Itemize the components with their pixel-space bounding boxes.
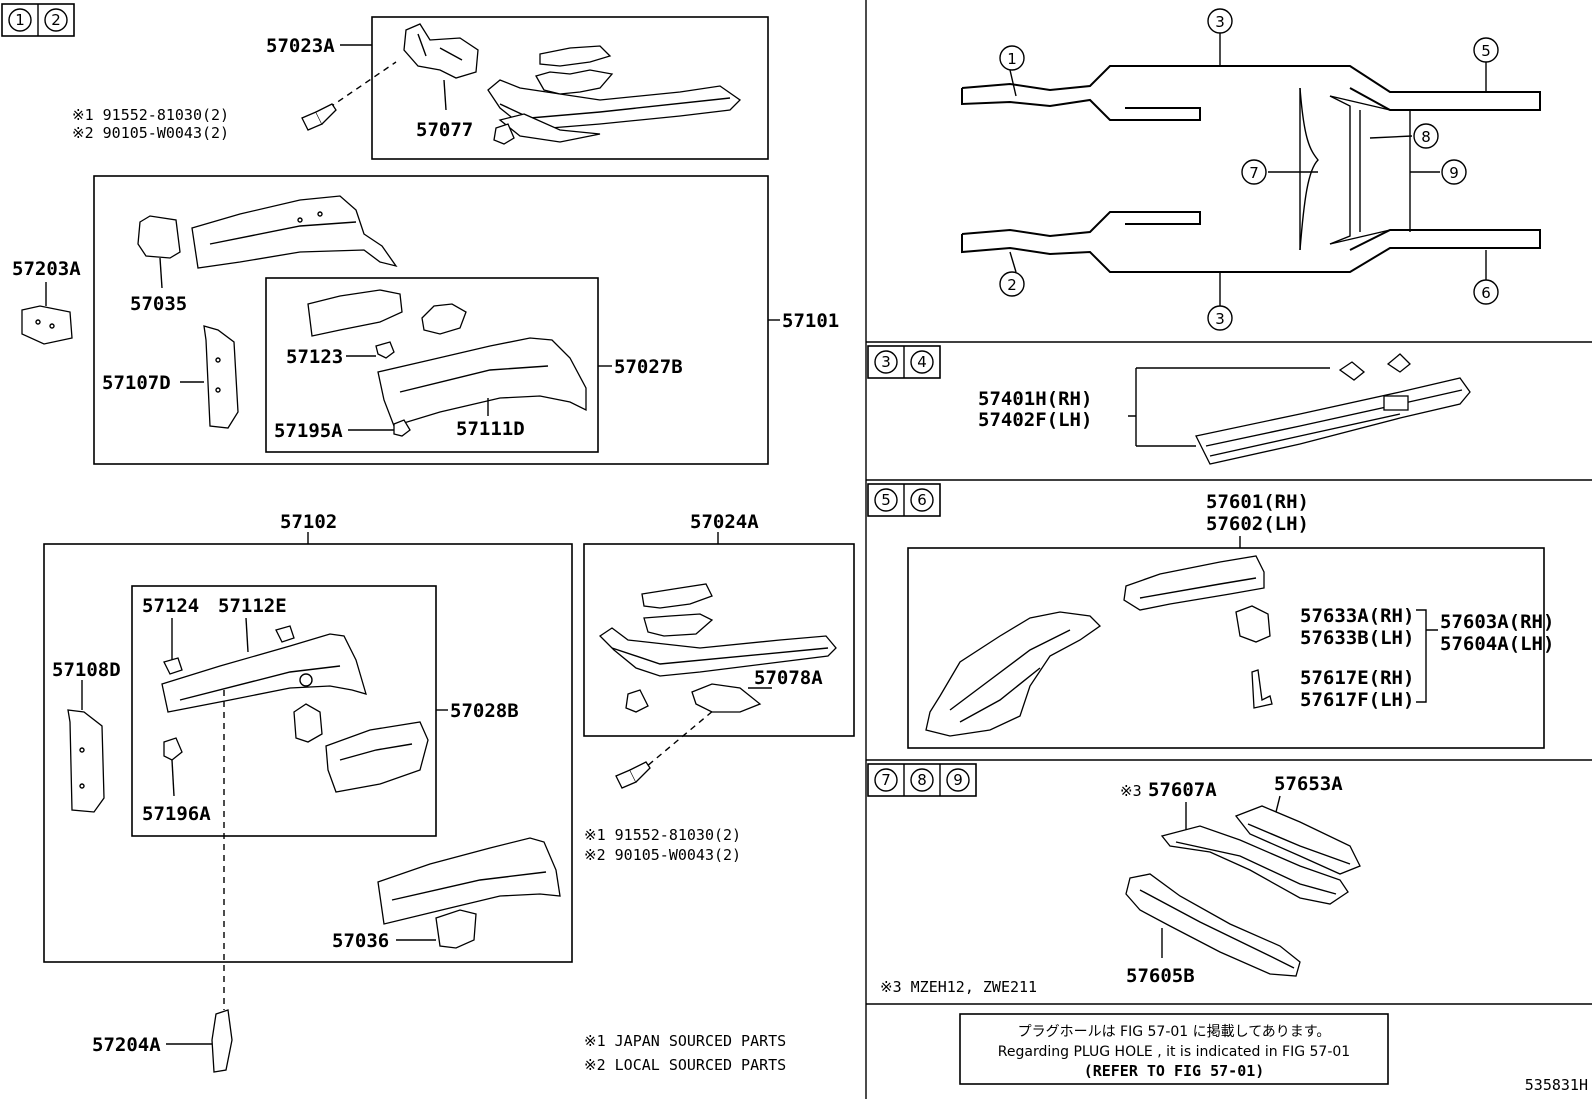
section-circle-4: 4: [917, 353, 927, 371]
note-mzeh12: ※3 MZEH12, ZWE211: [880, 978, 1037, 996]
bolt-icon: [301, 103, 337, 131]
section-circle-8: 8: [917, 771, 927, 789]
label-57036: 57036: [332, 930, 389, 952]
section-header-5-6: 5 6: [867, 483, 941, 517]
label-57601: 57601(RH): [1206, 491, 1309, 513]
group-57101: 57101 57203A 57035 57107D 57027B 57123 5…: [12, 175, 839, 465]
group-57607A: ※3 57607A 57653A 57605B ※3 MZEH12, ZWE21…: [880, 773, 1361, 996]
section-header-3-4: 3 4: [867, 345, 941, 379]
group-57601: 57601(RH) 57602(LH) 57633A(RH) 57633B(LH…: [907, 491, 1554, 749]
label-57078A: 57078A: [754, 667, 823, 689]
section-circle-7: 7: [881, 771, 891, 789]
label-57101: 57101: [782, 310, 839, 332]
frame-overview: 1 2 3 3 5 6 7 8 9: [961, 8, 1541, 331]
label-57107D: 57107D: [102, 372, 171, 394]
frame-marker-1: 1: [1007, 50, 1017, 68]
label-57401H: 57401H(RH): [978, 388, 1092, 410]
group-57204A: 57204A: [92, 1009, 233, 1073]
label-57112E: 57112E: [218, 595, 287, 617]
label-57604A: 57604A(LH): [1440, 633, 1554, 655]
label-57028B: 57028B: [450, 700, 519, 722]
label-57196A: 57196A: [142, 803, 211, 825]
label-57605B: 57605B: [1126, 965, 1195, 987]
frame-marker-2: 2: [1007, 276, 1017, 294]
frame-marker-7: 7: [1249, 164, 1259, 182]
figure-id: 535831H: [1525, 1076, 1588, 1094]
frame-marker-3-top: 3: [1215, 13, 1225, 31]
label-57195A: 57195A: [274, 420, 343, 442]
bolt-icon: [615, 761, 651, 789]
plug-hole-note: プラグホールは FIG 57-01 に掲載してあります。 Regarding P…: [959, 1013, 1389, 1085]
frame-marker-9: 9: [1449, 164, 1459, 182]
frame-marker-5: 5: [1481, 42, 1491, 60]
label-57633B: 57633B(LH): [1300, 627, 1414, 649]
section-circle-6: 6: [917, 491, 927, 509]
label-57607A-mark: ※3: [1120, 782, 1142, 800]
group-57102: 57102 57108D 57028B 57124 57112E 57196A …: [43, 511, 573, 1010]
frame-marker-3-bottom: 3: [1215, 310, 1225, 328]
label-57024A: 57024A: [690, 511, 759, 533]
section-circle-3: 3: [881, 353, 891, 371]
label-57023A: 57023A: [266, 35, 335, 57]
section-header-1-2: 1 2: [1, 3, 75, 37]
label-57077: 57077: [416, 119, 473, 141]
label-57203A: 57203A: [12, 258, 81, 280]
label-57035: 57035: [130, 293, 187, 315]
label-bolt1-local: ※2 90105-W0043(2): [72, 124, 229, 142]
label-57123: 57123: [286, 346, 343, 368]
section-circle-1: 1: [15, 11, 25, 29]
label-57617E: 57617E(RH): [1300, 667, 1414, 689]
section-header-7-8-9: 7 8 9: [867, 763, 977, 797]
group-57024A: 57024A 57078A ※1 91552-81030(2) ※2 90105…: [583, 511, 855, 864]
note-local-sourced: ※2 LOCAL SOURCED PARTS: [584, 1056, 786, 1074]
frame-marker-6: 6: [1481, 284, 1491, 302]
label-57124: 57124: [142, 595, 199, 617]
label-bolt2-japan: ※1 91552-81030(2): [584, 826, 741, 844]
label-57603A: 57603A(RH): [1440, 611, 1554, 633]
frame-marker-8: 8: [1421, 128, 1431, 146]
section-circle-9: 9: [953, 771, 963, 789]
label-bolt2-local: ※2 90105-W0043(2): [584, 846, 741, 864]
section-dividers: [865, 0, 1592, 1099]
label-57027B: 57027B: [614, 356, 683, 378]
label-57102: 57102: [280, 511, 337, 533]
label-57633A: 57633A(RH): [1300, 605, 1414, 627]
label-57111D: 57111D: [456, 418, 525, 440]
label-57402F: 57402F(LH): [978, 409, 1092, 431]
group-57401H: 57401H(RH) 57402F(LH): [978, 353, 1471, 465]
plug-hole-line-en: Regarding PLUG HOLE , it is indicated in…: [998, 1044, 1350, 1060]
plug-hole-line-jp: プラグホールは FIG 57-01 に掲載してあります。: [1018, 1024, 1331, 1040]
label-57653A: 57653A: [1274, 773, 1343, 795]
label-57607A: 57607A: [1148, 779, 1217, 801]
label-57204A: 57204A: [92, 1034, 161, 1056]
label-bolt1-japan: ※1 91552-81030(2): [72, 106, 229, 124]
label-57617F: 57617F(LH): [1300, 689, 1414, 711]
label-57602: 57602(LH): [1206, 513, 1309, 535]
plug-hole-refer: (REFER TO FIG 57-01): [1084, 1062, 1265, 1080]
section-circle-2: 2: [51, 11, 61, 29]
label-57108D: 57108D: [52, 659, 121, 681]
note-japan-sourced: ※1 JAPAN SOURCED PARTS: [584, 1032, 786, 1050]
section-circle-5: 5: [881, 491, 891, 509]
group-57023A: 57023A 57077 ※1 91552-81030(2) ※2 90105-…: [72, 16, 769, 160]
